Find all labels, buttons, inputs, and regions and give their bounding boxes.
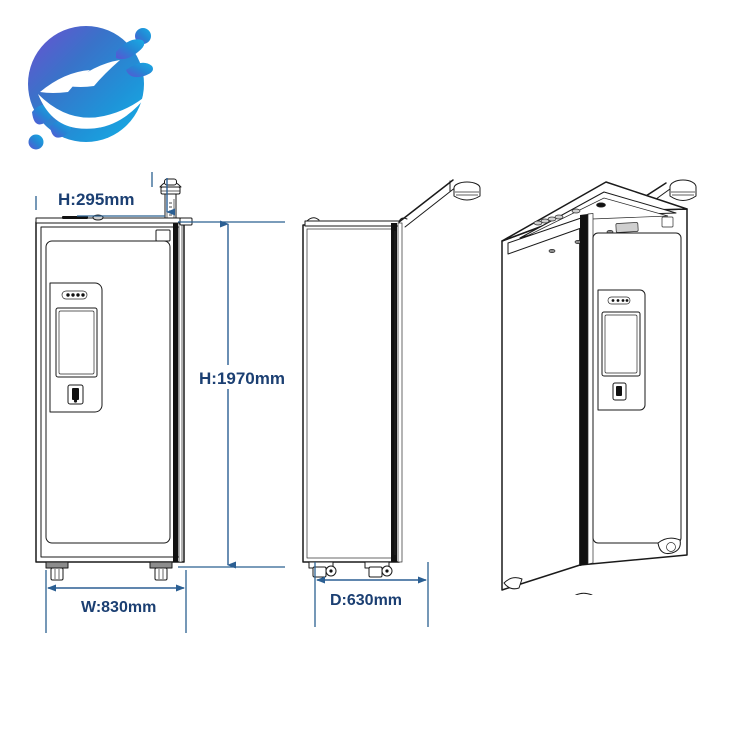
logo-wave-mark [38,60,148,129]
card-reader[interactable] [612,382,627,401]
top-deck-detail [507,191,677,255]
dimension-width-total-label: W:830mm [81,599,156,616]
dimension-height-total: H:1970mm [178,220,302,569]
arm-end-cap [669,179,697,201]
swing-arm [629,179,697,213]
isometric-3d-view [501,179,697,595]
display-screen[interactable] [55,307,98,378]
card-reader[interactable] [67,384,84,405]
swing-arm [398,179,481,228]
arm-end-cap [449,180,481,201]
door-gasket [580,213,594,566]
control-panel [49,282,103,413]
door-gasket [391,222,403,563]
dimension-depth-total: D:630mm [314,562,429,627]
front-elevation-view [35,178,193,581]
dimension-depth-total-label: D:630mm [330,592,402,609]
caster-right [149,561,173,581]
caster-left [45,561,69,581]
top-panel-detail [35,214,193,242]
company-logo [28,26,153,150]
caster-front [308,561,337,578]
display-screen[interactable] [601,311,641,377]
dimension-height-total-label: H:1970mm [199,369,285,388]
dimension-height-top: H:295mm [35,172,175,217]
led-indicator-strip [61,290,88,300]
dimension-width-total: W:830mm [45,570,187,633]
led-indicator-strip [607,296,631,305]
caster-rear-right [657,537,681,554]
caster-front-left [503,577,523,590]
casters [503,537,681,595]
caster-front-right [574,592,593,595]
control-panel [597,289,646,411]
dimension-height-top-label: H:295mm [58,190,135,209]
